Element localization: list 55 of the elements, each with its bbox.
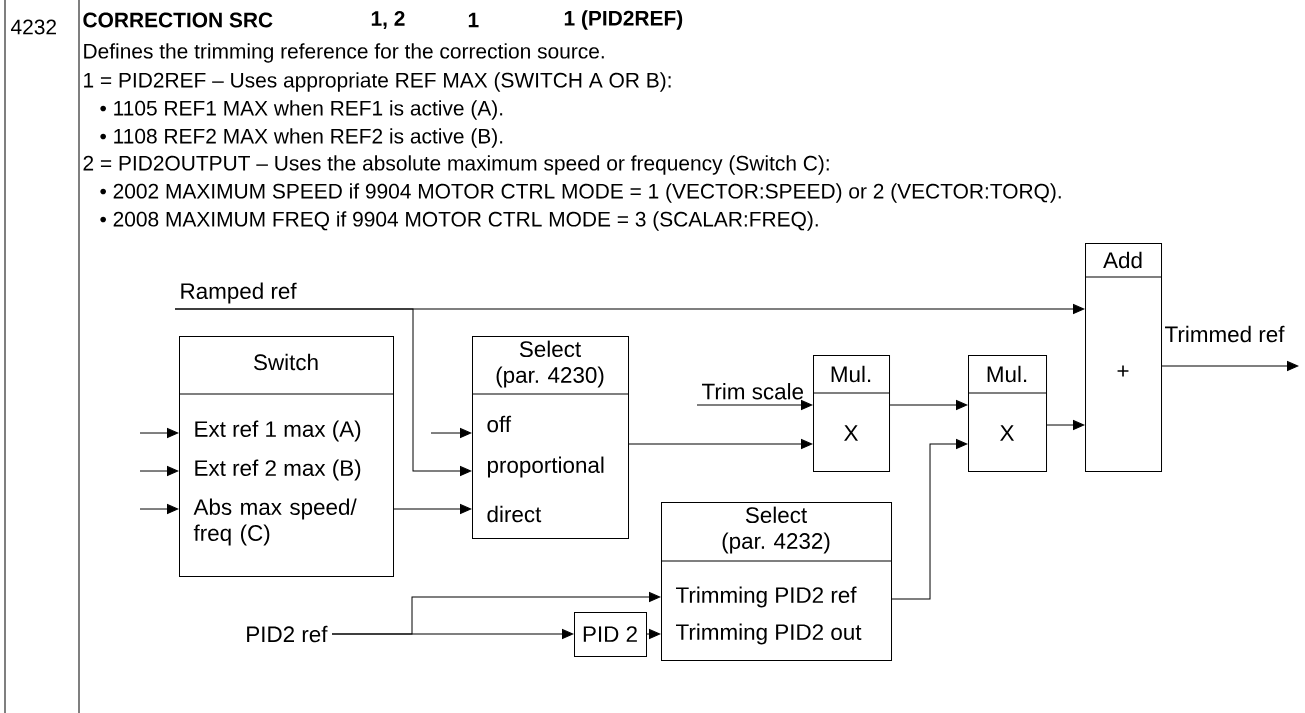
parameter-value: 1, 2	[371, 11, 405, 29]
selector-block	[471, 336, 629, 539]
multiplier-block	[812, 355, 890, 472]
description-text: 1 = PID2REF – Uses appropriate REF MAX (SWITCH A OR B):	[84, 72, 671, 92]
bullet-item: • 2002 MAXIMUM SPEED if 9904 MOTOR CTRL MODE = 1 (VECTOR:SPEED) or 2 (VECTOR:TORQ).	[100, 183, 1061, 203]
block-title: Select (par. 4232)	[722, 506, 830, 554]
row-number: 4232	[11, 19, 56, 35]
bullet-item: • 1105 REF1 MAX when REF1 is active (A).	[100, 100, 503, 120]
arrow	[889, 400, 968, 410]
edge-label: Trimmed ref	[1163, 324, 1286, 344]
signal-label: Ramped ref	[181, 282, 297, 304]
operator-symbol: +	[1117, 365, 1129, 377]
arrow	[139, 504, 179, 514]
switch-block	[178, 336, 394, 577]
arrow	[891, 439, 968, 600]
description-text: Defines the trimming reference for the correction source.	[84, 43, 604, 63]
block-title: Switch	[254, 353, 318, 371]
input-label: proportional	[487, 456, 604, 478]
block-title: Mul.	[987, 365, 1027, 383]
arrow	[1161, 361, 1299, 371]
arrow	[139, 466, 179, 476]
operator-symbol: X	[844, 425, 858, 441]
arrow	[646, 629, 661, 639]
arrow	[139, 428, 179, 438]
arrow	[628, 439, 813, 449]
bullet-item: • 1108 REF2 MAX when REF2 is active (B).	[100, 128, 503, 148]
parameter-name: CORRECTION SRC	[83, 12, 273, 28]
block-title: Add	[1103, 251, 1142, 269]
pid-block	[574, 612, 647, 657]
arrow	[430, 428, 472, 438]
block-title: PID 2	[583, 626, 637, 642]
input-label: direct	[487, 505, 542, 523]
input-label: Abs max speed/ freq (C)	[193, 498, 357, 546]
operator-symbol: X	[1000, 425, 1015, 441]
input-label: off	[487, 415, 512, 433]
parameter-value: 1 (PID2REF)	[564, 10, 683, 30]
block-title: Select (par. 4230)	[496, 340, 604, 388]
selector-block	[660, 502, 892, 661]
input-label: Ext ref 2 max (B)	[195, 459, 361, 481]
description-text: 2 = PID2OUTPUT – Uses the absolute maximum speed or frequency (Switch C):	[83, 155, 829, 175]
bullet-item: • 2008 MAXIMUM FREQ if 9904 MOTOR CTRL MODE = 3 (SCALAR:FREQ).	[100, 211, 818, 231]
signal-label: PID2 ref	[247, 625, 328, 643]
block-title: Mul.	[831, 365, 871, 383]
input-label: Trimming PID2 ref	[676, 586, 857, 608]
arrow	[696, 400, 813, 410]
arrow	[393, 504, 472, 514]
arrow	[1046, 420, 1085, 430]
arrow	[331, 629, 574, 639]
adder-block	[1084, 243, 1162, 472]
arrow	[174, 308, 472, 476]
input-label: Ext ref 1 max (A)	[195, 420, 361, 442]
signal-label: Trim scale	[702, 383, 804, 400]
parameter-value: 1	[468, 12, 479, 28]
multiplier-block	[967, 355, 1047, 472]
input-label: Trimming PID2 out	[676, 623, 862, 645]
